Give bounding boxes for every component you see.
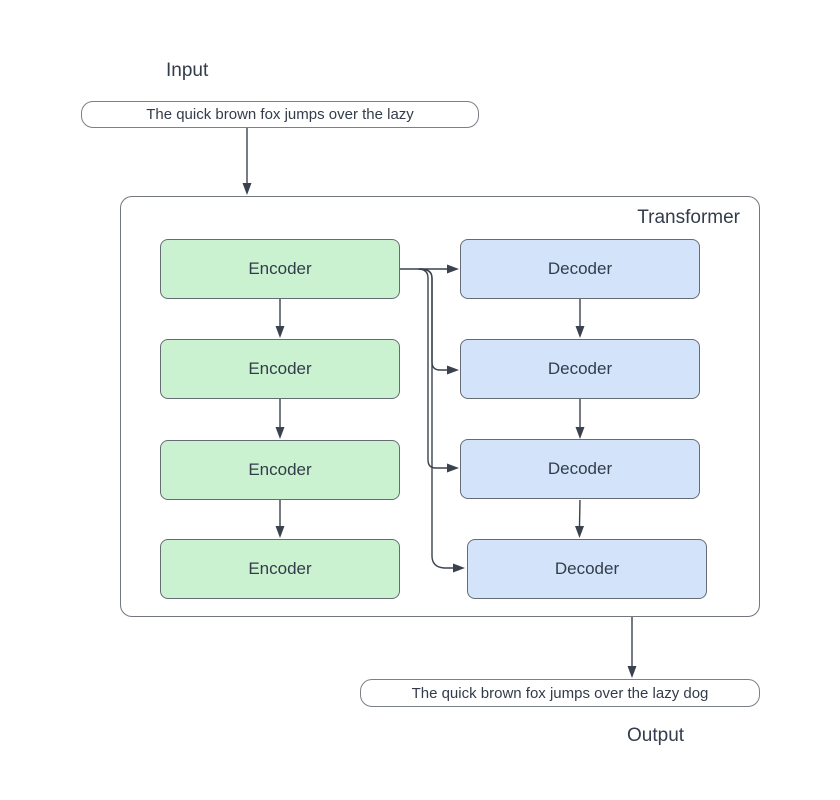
encoder-label: Encoder — [248, 359, 312, 378]
connector-decoder3-to-decoder4 — [575, 499, 584, 538]
decoder-label: Decoder — [554, 559, 620, 578]
decoder-box-2: Decoder — [460, 339, 700, 399]
decoder-label: Decoder — [547, 259, 613, 278]
connector-input-to-transformer — [242, 128, 252, 195]
connector-encoder2-to-encoder3 — [275, 399, 285, 439]
output-label: Output — [627, 725, 685, 746]
input-label: Input — [166, 60, 209, 81]
connector-decoder2-to-decoder3 — [575, 399, 585, 439]
connector-encoder3-to-encoder4 — [275, 500, 285, 538]
input-sentence-text: The quick brown fox jumps over the lazy — [146, 106, 414, 123]
transformer-title: Transformer — [637, 207, 740, 228]
output-sentence-box: The quick brown fox jumps over the lazy … — [360, 679, 760, 707]
encoder-label: Encoder — [248, 259, 312, 278]
connector-encoder-to-decoder4 — [419, 268, 465, 573]
decoder-label: Decoder — [547, 359, 613, 378]
encoder-box-4: Encoder — [160, 539, 400, 599]
decoder-box-1: Decoder — [460, 239, 700, 299]
transformer-box — [120, 196, 760, 617]
connector-encoder1-to-encoder2 — [275, 299, 285, 338]
connector-decoder1-to-decoder2 — [575, 299, 585, 338]
decoder-label: Decoder — [547, 459, 613, 478]
encoder-label: Encoder — [248, 460, 312, 479]
decoder-box-3: Decoder — [460, 439, 700, 499]
encoder-box-2: Encoder — [160, 339, 400, 399]
decoder-box-4: Decoder — [467, 539, 707, 599]
output-sentence-text: The quick brown fox jumps over the lazy … — [411, 684, 709, 702]
encoder-box-3: Encoder — [160, 440, 400, 500]
connector-encoder-to-decoder3 — [417, 268, 459, 473]
encoder-label: Encoder — [248, 559, 312, 578]
input-sentence-box: The quick brown fox jumps over the lazy — [81, 101, 479, 128]
encoder-box-1: Encoder — [160, 239, 400, 299]
connector-transformer-to-output — [627, 617, 637, 678]
